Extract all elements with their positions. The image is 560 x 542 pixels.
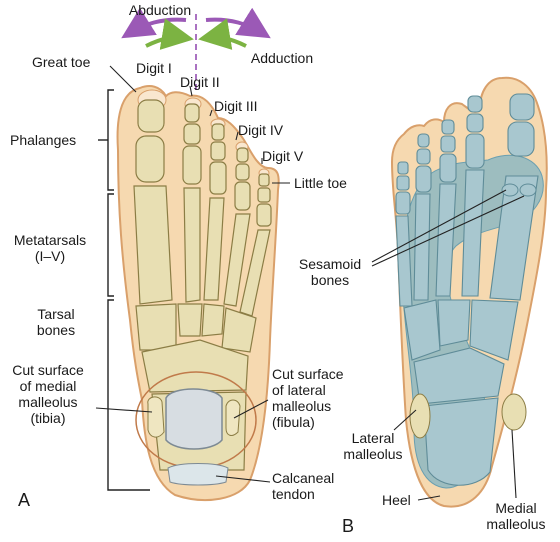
label-sesamoid-2: bones (310, 272, 350, 288)
label-digit-1: Digit I (136, 60, 172, 76)
label-cut-medial: Cut surface of medial malleolus (tibia) (0, 362, 96, 426)
label-cut-medial-2: of medial (19, 378, 77, 394)
label-cut-lateral-3: malleolus (272, 398, 332, 414)
leader-lines-a (95, 65, 290, 483)
label-lateral-malleolus-1: Lateral (351, 430, 395, 446)
label-cut-lateral-2: of lateral (272, 382, 326, 398)
label-medial-malleolus: Medial malleolus (474, 500, 558, 532)
label-medial-malleolus-2: malleolus (486, 516, 546, 532)
label-cut-lateral: Cut surface of lateral malleolus (fibula… (272, 366, 344, 430)
label-tarsal-bones: Tarsal bones (18, 306, 94, 338)
label-cut-medial-3: malleolus (18, 394, 78, 410)
label-lateral-malleolus-2: malleolus (343, 446, 403, 462)
label-calcaneal-2: tendon (272, 486, 315, 502)
panel-label-b: B (342, 516, 355, 536)
label-sesamoid-1: Sesamoid (298, 256, 362, 272)
foot-a (116, 85, 280, 501)
label-lateral-malleolus: Lateral malleolus (338, 430, 408, 462)
label-phalanges: Phalanges (10, 132, 77, 148)
label-adduction: Adduction (250, 50, 314, 66)
label-medial-malleolus-1: Medial (495, 500, 537, 516)
region-brackets (98, 89, 150, 491)
foot-b (390, 76, 548, 508)
label-calcaneal: Calcaneal tendon (272, 470, 334, 502)
label-heel: Heel (382, 492, 411, 508)
label-cut-lateral-4: (fibula) (272, 414, 315, 430)
label-digit-5: Digit V (262, 148, 304, 164)
label-great-toe: Great toe (32, 54, 91, 70)
label-calcaneal-1: Calcaneal (272, 470, 335, 486)
label-little-toe: Little toe (294, 175, 347, 191)
label-sesamoid: Sesamoid bones (286, 256, 374, 288)
abduction-adduction-arrows (121, 7, 271, 92)
label-digit-2: Digit II (180, 74, 220, 90)
panel-label-a: A (18, 490, 31, 510)
label-metatarsals-name: Metatarsals (13, 232, 87, 248)
label-digit-3: Digit III (214, 98, 258, 114)
label-tarsal-line1: Tarsal (37, 306, 75, 322)
label-metatarsals-range: (I–V) (34, 248, 66, 264)
label-cut-lateral-1: Cut surface (272, 366, 344, 382)
label-tarsal-line2: bones (36, 322, 76, 338)
label-abduction: Abduction (128, 2, 192, 18)
leader-lines-b (371, 189, 525, 501)
label-cut-medial-4: (tibia) (30, 410, 66, 426)
label-cut-medial-1: Cut surface (12, 362, 84, 378)
label-metatarsals: Metatarsals (I–V) (2, 232, 98, 264)
label-digit-4: Digit IV (238, 122, 284, 138)
